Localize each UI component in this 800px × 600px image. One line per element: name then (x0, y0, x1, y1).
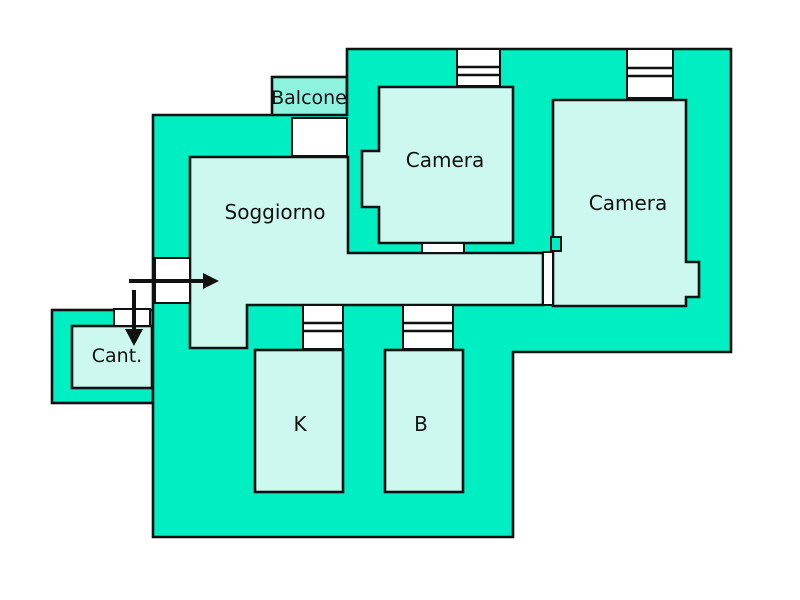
window-bedroom-1 (456, 48, 501, 87)
wall-jamb (550, 236, 562, 252)
window-bedroom-2 (626, 48, 674, 99)
cellar-arrow-down-head (125, 329, 143, 346)
kitchen-label: K (293, 412, 307, 436)
entrance-arrow-right-icon (129, 273, 219, 289)
entrance-arrow-right-head (203, 273, 219, 289)
bedroom-1-door-opening (421, 242, 465, 254)
window-bathroom (402, 304, 454, 350)
window-bathroom-frame (402, 304, 454, 350)
bedroom-2-label: Camera (589, 191, 668, 215)
bathroom-floor (383, 348, 465, 494)
cellar-arrow-down-icon (125, 290, 143, 346)
living-room-label: Soggiorno (225, 200, 326, 224)
bedroom-2-door-opening (542, 251, 554, 306)
bedroom-2-floor (551, 98, 701, 308)
bedroom-1-label: Camera (406, 148, 485, 172)
window-kitchen-frame (302, 304, 344, 350)
kitchen-floor (253, 348, 345, 494)
bedroom-1-floor (360, 85, 515, 245)
balcony-label: Balcone (271, 87, 347, 109)
window-bedroom-2-frame (626, 48, 674, 99)
bathroom-label: B (414, 412, 428, 436)
window-kitchen (302, 304, 344, 350)
balcony-door-opening (291, 117, 348, 157)
cellar-label: Cant. (92, 345, 142, 367)
